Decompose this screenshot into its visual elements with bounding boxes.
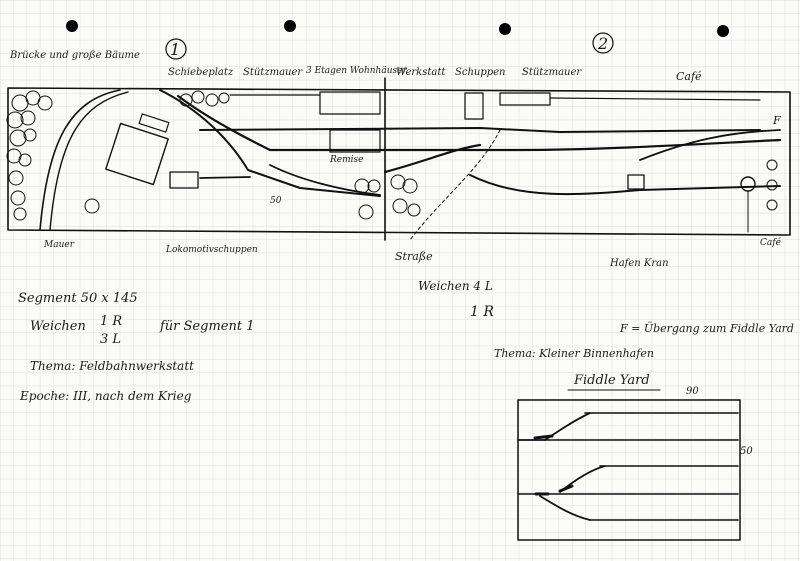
binder-hole	[717, 25, 729, 37]
label-stuetzmauer-left: Stützmauer	[243, 67, 303, 78]
circle-marker	[165, 38, 187, 60]
remise-shed	[329, 129, 381, 153]
building	[499, 92, 551, 106]
note-epoche: Epoche: III, nach dem Krieg	[19, 389, 192, 403]
label-f-marker: F	[772, 114, 781, 127]
note-segment: Segment 50 x 145	[18, 291, 138, 306]
binder-hole	[284, 20, 296, 32]
note-thema-2: Thema: Kleiner Binnenhafen	[494, 347, 654, 360]
circle-marker	[592, 32, 614, 54]
note-weichen-fuer: für Segment 1	[159, 319, 254, 334]
siding-track	[199, 176, 251, 179]
label-weichen-sub: 1 R	[470, 304, 494, 320]
building	[319, 91, 381, 115]
label-cafe-top: Café	[676, 70, 702, 83]
shunting-platform	[105, 122, 169, 186]
siding-track	[159, 89, 381, 197]
note-weichen-label: Weichen	[30, 319, 86, 334]
trees-left	[6, 90, 53, 221]
trees-middle	[84, 174, 421, 220]
bridge-track	[49, 91, 129, 231]
switch-mark	[558, 484, 574, 493]
siding-track	[199, 127, 761, 133]
yard-track	[539, 495, 591, 521]
label-dim-50: 50	[270, 196, 282, 206]
siding-track	[639, 129, 781, 161]
bridge-track	[39, 89, 121, 231]
trees-top	[179, 90, 230, 107]
label-bruecke: Brücke und große Bäume	[9, 50, 140, 61]
label-schuppen: Schuppen	[455, 67, 506, 78]
note-f-uebergang: F = Übergang zum Fiddle Yard	[619, 321, 794, 335]
note-weichen-l: 3 L	[100, 332, 121, 347]
retaining-wall	[549, 97, 761, 101]
note-thema-1: Thema: Feldbahnwerkstatt	[30, 359, 194, 373]
label-stuetzmauer-right: Stützmauer	[522, 67, 582, 78]
wagon	[138, 113, 170, 133]
fiddle-yard-frame	[517, 399, 741, 541]
binder-hole	[499, 23, 511, 35]
main-track	[176, 94, 782, 152]
switch-mark	[533, 434, 554, 440]
main-track	[383, 143, 482, 174]
shed-small	[169, 171, 199, 189]
label-remise: Remise	[329, 155, 363, 165]
trees-right	[766, 159, 778, 211]
notes-block: Segment 50 x 145 Weichen 1 R 3 L für Seg…	[18, 291, 794, 403]
layout-labels: 1 2 Brücke und große Bäume Schiebeplatz …	[9, 32, 782, 320]
siding-track	[469, 174, 781, 196]
fiddle-yard-diagram: Fiddle Yard 90 50	[517, 373, 753, 541]
label-strasse: Straße	[395, 250, 433, 263]
label-werkstatt: Werkstatt	[396, 67, 446, 78]
label-schiebeplatz: Schiebeplatz	[168, 67, 234, 78]
label-segment-1-marker: 1	[170, 40, 180, 59]
label-hafen-kran: Hafen Kran	[609, 258, 669, 269]
harbour-crane	[627, 174, 645, 190]
layout-frame	[7, 87, 791, 236]
binder-hole	[66, 20, 78, 32]
binder-holes	[66, 20, 729, 37]
note-weichen-r: 1 R	[100, 314, 122, 329]
fiddle-yard-width: 90	[686, 386, 699, 397]
building	[464, 92, 484, 120]
label-cafe-bottom: Café	[760, 237, 782, 248]
label-mauer: Mauer	[43, 240, 75, 250]
label-lokschuppen: Lokomotivschuppen	[165, 245, 258, 255]
fiddle-yard-title: Fiddle Yard	[573, 373, 650, 388]
label-segment-2-marker: 2	[597, 34, 608, 53]
layout-plan	[6, 77, 791, 241]
fiddle-yard-height: 50	[740, 446, 753, 457]
label-weichen-main: Weichen 4 L	[418, 279, 493, 293]
street	[409, 129, 501, 241]
label-etagen: 3 Etagen Wohnhäuser	[306, 66, 407, 76]
branch-track	[269, 164, 381, 196]
